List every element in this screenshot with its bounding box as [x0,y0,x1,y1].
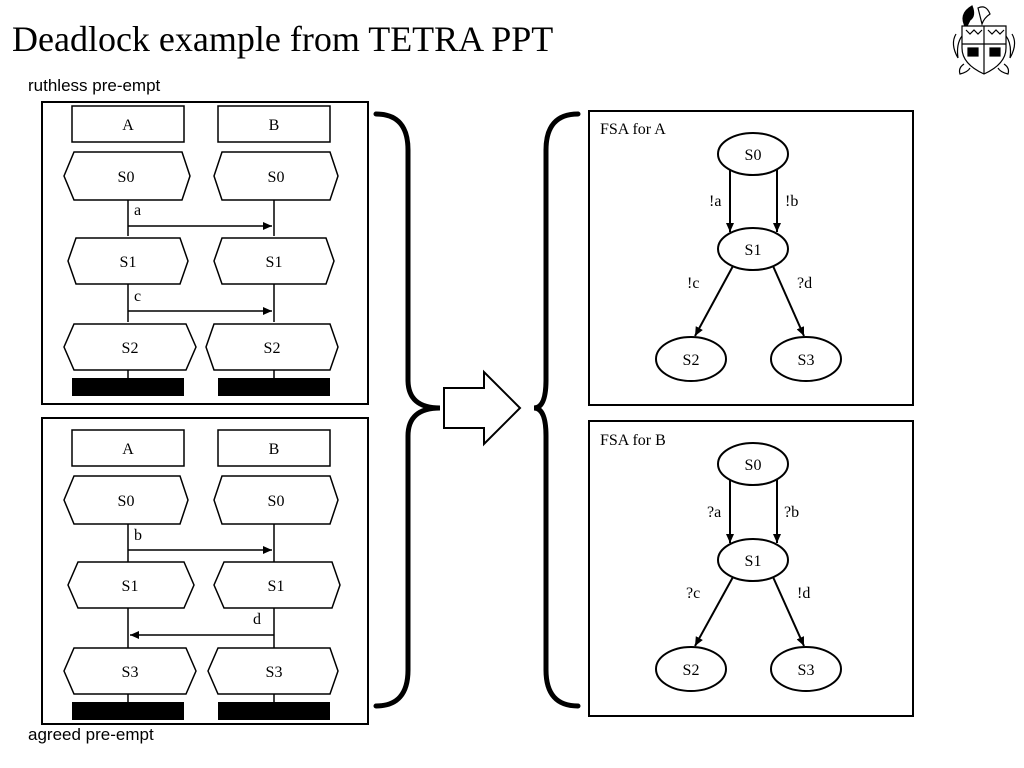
right-curly-brace [373,111,441,709]
state-a-s0: S0 [63,151,191,201]
svg-text:S3: S3 [122,664,139,681]
state-b-s1: S1 [213,237,335,285]
fsa-b-transition-arrow [694,576,734,647]
fsa-b-state-s2: S2 [655,646,727,692]
fsa-b-state-s1: S1 [717,538,789,582]
svg-text:S3: S3 [798,352,815,369]
fsa-a-transition-label: ?d [797,275,812,292]
instance-head-b: B [217,429,331,467]
fsa-a-state-s3: S3 [770,336,842,382]
svg-text:S2: S2 [683,662,700,679]
instance-head-b: B [217,105,331,143]
svg-text:A: A [122,117,134,134]
fsa-b-label: FSA for B [600,432,666,449]
svg-text:S0: S0 [118,169,135,186]
fsa-a-transition-label: !c [687,275,699,292]
fsa-b-panel: FSA for B S0 S1 S2 S3 ?a ?b ?c !d [588,420,914,717]
state-a-s2: S2 [63,323,197,371]
fsa-a-panel: FSA for A S0 S1 S2 S3 !a !b !c ?d [588,110,914,406]
fsa-a-state-s1: S1 [717,227,789,271]
stop-bar-b [218,702,330,720]
fsa-a-state-s0: S0 [717,132,789,176]
fsa-a-transition-label: !a [709,193,721,210]
message-label-c: c [134,288,141,305]
message-label-a: a [134,202,141,219]
svg-text:S1: S1 [120,254,137,271]
state-b-s0: S0 [213,475,339,525]
stop-bar-a [72,378,184,396]
block-arrow-icon [443,369,522,447]
university-crest-icon [952,5,1016,75]
page-title: Deadlock example from TETRA PPT [12,19,554,59]
stop-bar-a [72,702,184,720]
svg-text:S3: S3 [798,662,815,679]
left-curly-brace [533,111,581,709]
instance-head-a: A [71,105,185,143]
svg-text:S1: S1 [266,254,283,271]
state-b-s3: S3 [207,647,339,695]
svg-text:S1: S1 [268,578,285,595]
svg-text:B: B [269,441,280,458]
svg-text:S1: S1 [745,242,762,259]
svg-text:S1: S1 [745,553,762,570]
svg-text:B: B [269,117,280,134]
state-a-s1: S1 [67,237,189,285]
message-label-b: b [134,527,142,544]
state-a-s3: S3 [63,647,197,695]
svg-text:A: A [122,441,134,458]
fsa-a-state-s2: S2 [655,336,727,382]
message-label-d: d [253,611,261,628]
svg-text:S2: S2 [264,340,281,357]
msc-agreed-preempt: A B S0 S1 S3 S0 S1 S3 [41,417,369,725]
state-b-s2: S2 [205,323,339,371]
fsa-b-state-s3: S3 [770,646,842,692]
msc-frame [41,417,369,725]
svg-text:S1: S1 [122,578,139,595]
fsa-a-transition-arrow [694,265,734,337]
fsa-b-transition-arrow [772,576,805,647]
stop-bar-b [218,378,330,396]
state-a-s1: S1 [67,561,195,609]
fsa-b-transition-label: ?a [707,504,721,521]
fsa-a-transition-label: !b [785,193,798,210]
svg-text:S3: S3 [266,664,283,681]
svg-text:S0: S0 [118,493,135,510]
fsa-b-state-s0: S0 [717,442,789,486]
svg-text:S2: S2 [683,352,700,369]
svg-text:S0: S0 [268,169,285,186]
state-b-s0: S0 [213,151,339,201]
fsa-b-transition-label: ?b [784,504,799,521]
caption-agreed-preempt: agreed pre-empt [28,725,154,744]
fsa-b-transition-label: ?c [686,585,700,602]
svg-text:S0: S0 [268,493,285,510]
msc-ruthless-preempt: A B S0 S1 S2 S0 S1 S2 [41,101,369,405]
state-a-s0: S0 [63,475,189,525]
svg-text:S2: S2 [122,340,139,357]
fsa-a-transition-arrow [772,265,805,337]
caption-ruthless-preempt: ruthless pre-empt [28,76,161,95]
state-b-s1: S1 [213,561,341,609]
svg-text:S0: S0 [745,147,762,164]
instance-head-a: A [71,429,185,467]
fsa-a-label: FSA for A [600,121,666,138]
svg-text:S0: S0 [745,457,762,474]
msc-frame [41,101,369,405]
fsa-b-transition-label: !d [797,585,810,602]
